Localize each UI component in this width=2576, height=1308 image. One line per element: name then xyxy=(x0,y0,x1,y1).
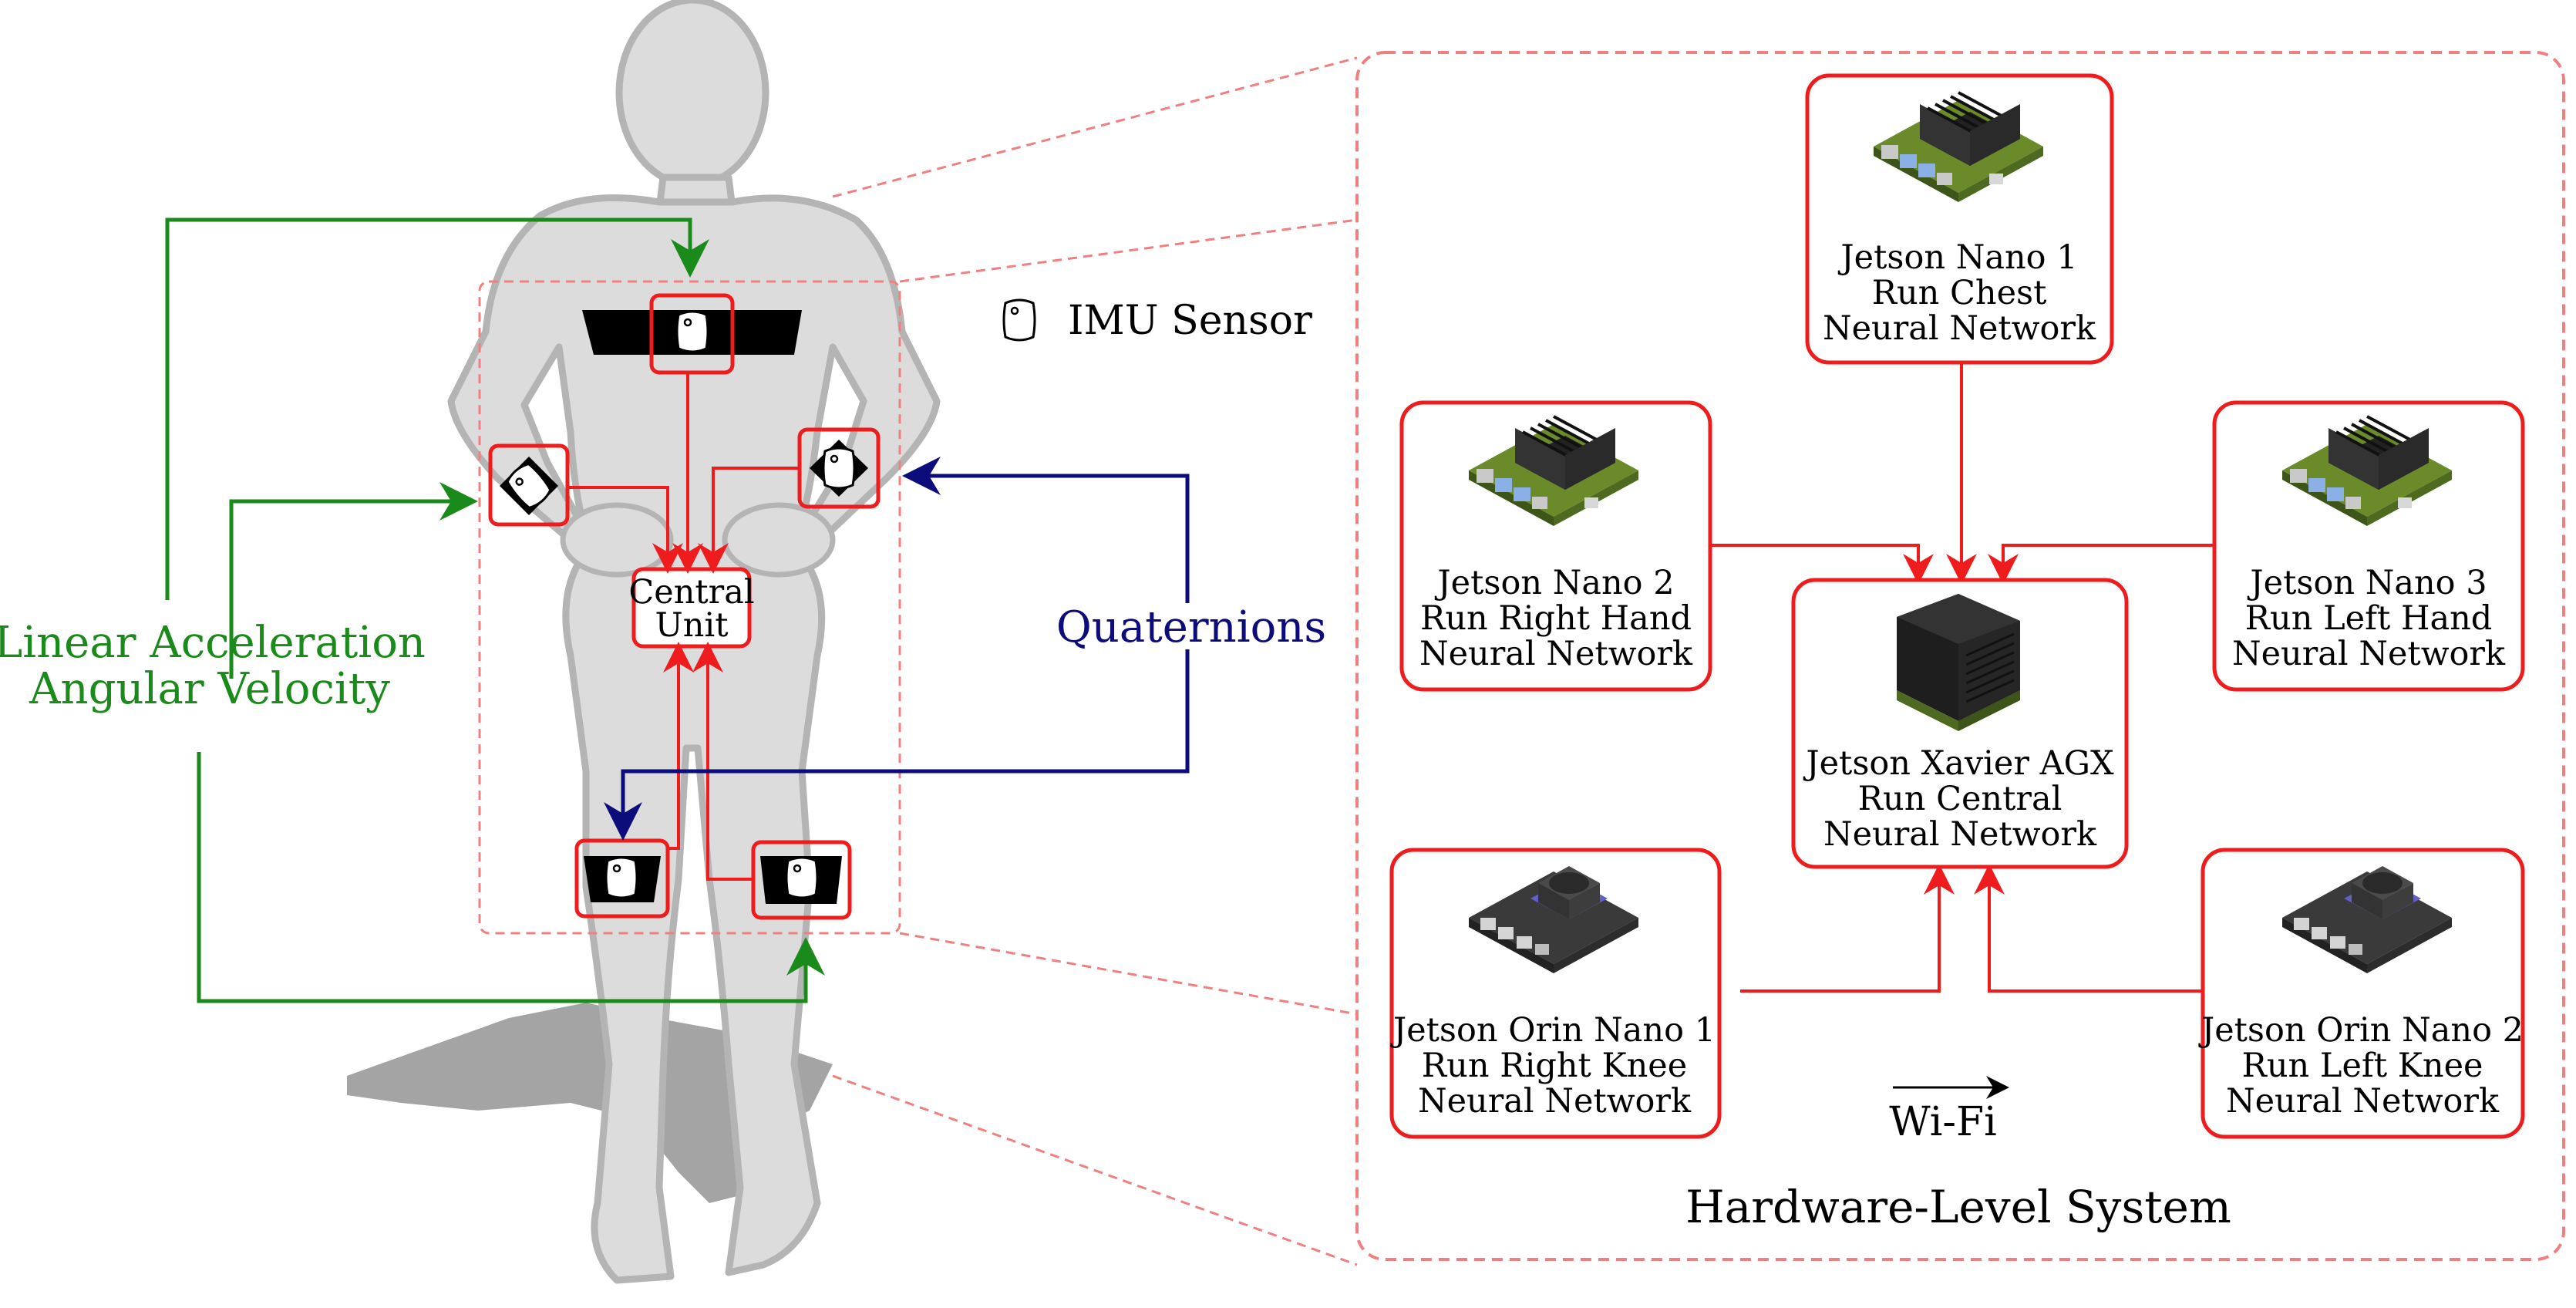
wifi-connections xyxy=(1710,362,2214,993)
node-jetson-orin-nano-2: Jetson Orin Nano 2 Run Left Knee Neural … xyxy=(2198,848,2525,1139)
imu-sensor-icon xyxy=(604,856,638,899)
node-orin2-line1: Jetson Orin Nano 2 xyxy=(2198,1011,2524,1050)
node-nano1-line2: Run Chest xyxy=(1872,274,2047,312)
sensor-to-central-arrows xyxy=(567,373,800,881)
linear-acceleration-label: Linear Acceleration xyxy=(0,618,426,668)
wifi-label: Wi-Fi xyxy=(1889,1099,1996,1145)
node-orin2-line2: Run Left Knee xyxy=(2241,1047,2483,1085)
node-xavier-line3: Neural Network xyxy=(1823,815,2097,854)
figure-shadow xyxy=(347,1003,833,1203)
node-nano3-line3: Neural Network xyxy=(2232,635,2506,673)
node-jetson-orin-nano-1: Jetson Orin Nano 1 Run Right Knee Neural… xyxy=(1389,848,1722,1139)
node-nano3-line1: Jetson Nano 3 xyxy=(2247,564,2487,602)
node-nano3-line2: Run Left Hand xyxy=(2245,599,2493,638)
quaternions-arrows xyxy=(604,457,1190,841)
node-orin1-line2: Run Right Knee xyxy=(1422,1047,1687,1085)
zoom-connector-lines xyxy=(832,56,1358,1266)
node-jetson-nano-2: Jetson Nano 2 Run Right Hand Neural Netw… xyxy=(1399,400,1712,692)
imu-sensor-label: IMU Sensor xyxy=(1068,298,1312,344)
node-jetson-nano-3: Jetson Nano 3 Run Left Hand Neural Netwo… xyxy=(2212,400,2525,692)
right-hand-sensor xyxy=(488,443,570,527)
imu-sensor-icon xyxy=(675,310,709,353)
right-knee-sensor xyxy=(574,838,670,919)
body-sensor-region xyxy=(478,280,901,935)
angular-velocity-label: Angular Velocity xyxy=(29,664,390,714)
node-nano2-line3: Neural Network xyxy=(1419,635,1693,673)
node-orin2-line3: Neural Network xyxy=(2226,1082,2500,1121)
node-nano2-line2: Run Right Hand xyxy=(1420,599,1692,638)
node-orin1-line3: Neural Network xyxy=(1418,1082,1692,1121)
central-unit-label-line2: Unit xyxy=(655,606,729,645)
hardware-panel-title: Hardware-Level System xyxy=(1685,1181,2231,1233)
node-orin1-line1: Jetson Orin Nano 1 xyxy=(1390,1011,1716,1050)
central-unit-label-line1: Central xyxy=(628,573,754,612)
hardware-panel xyxy=(1355,51,2565,1261)
imu-legend-icon xyxy=(1002,298,1036,342)
imu-sensor-icon xyxy=(822,447,856,490)
chest-sensor-box xyxy=(649,293,735,375)
node-xavier-line2: Run Central xyxy=(1858,780,2062,818)
node-nano1-line3: Neural Network xyxy=(1823,309,2096,348)
jetson-xavier-module-icon xyxy=(1897,594,2020,731)
imu-sensor-icon xyxy=(785,856,819,899)
node-xavier-line1: Jetson Xavier AGX xyxy=(1803,744,2114,783)
node-nano2-line1: Jetson Nano 2 xyxy=(1434,564,1674,602)
human-figure-illustration xyxy=(347,0,941,1284)
linear-acceleration-arrows xyxy=(165,217,825,1003)
node-jetson-nano-1: Jetson Nano 1 Run Chest Neural Network xyxy=(1805,73,2114,365)
quaternions-label: Quaternions xyxy=(1056,602,1326,652)
node-jetson-xavier-agx: Jetson Xavier AGX Run Central Neural Net… xyxy=(1791,578,2129,869)
node-nano1-line1: Jetson Nano 1 xyxy=(1837,238,2077,277)
